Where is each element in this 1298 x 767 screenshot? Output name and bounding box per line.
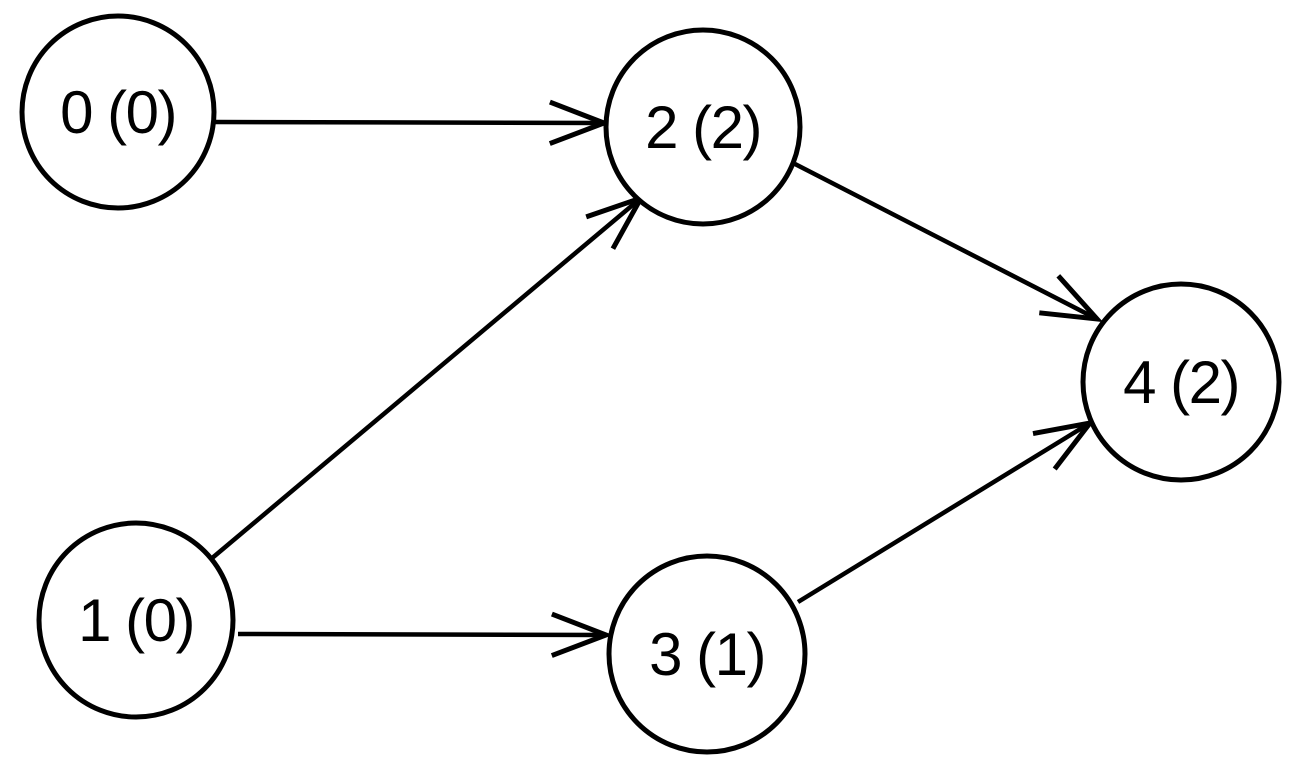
edge-1-to-2 [209,193,647,561]
node-0: 0 (0) [19,13,217,211]
edge-line [237,631,607,638]
edge-0-to-2 [214,99,611,146]
edge-line [796,421,1092,604]
node-label: 1 (0) [78,587,194,654]
node-4: 4 (2) [1080,281,1282,483]
node-1: 1 (0) [36,520,236,720]
edge-1-to-3 [237,611,613,658]
node-label: 4 (2) [1123,349,1239,416]
node-circle [1080,281,1282,483]
node-label: 2 (2) [645,94,761,161]
node-label: 3 (1) [649,621,765,688]
node-circle [36,520,236,720]
edge-line [209,196,643,561]
arrowhead-icon [1039,274,1104,323]
arrowhead-icon [550,611,613,658]
edge-3-to-4 [796,419,1096,604]
node-circle [606,553,808,755]
edge-2-to-4 [793,161,1104,323]
node-circle [603,27,803,227]
node-circle [19,13,217,211]
edge-line [214,119,605,126]
node-2: 2 (2) [603,27,803,227]
node-label: 0 (0) [60,79,176,146]
edge-line [793,161,1099,322]
node-3: 3 (1) [606,553,808,755]
